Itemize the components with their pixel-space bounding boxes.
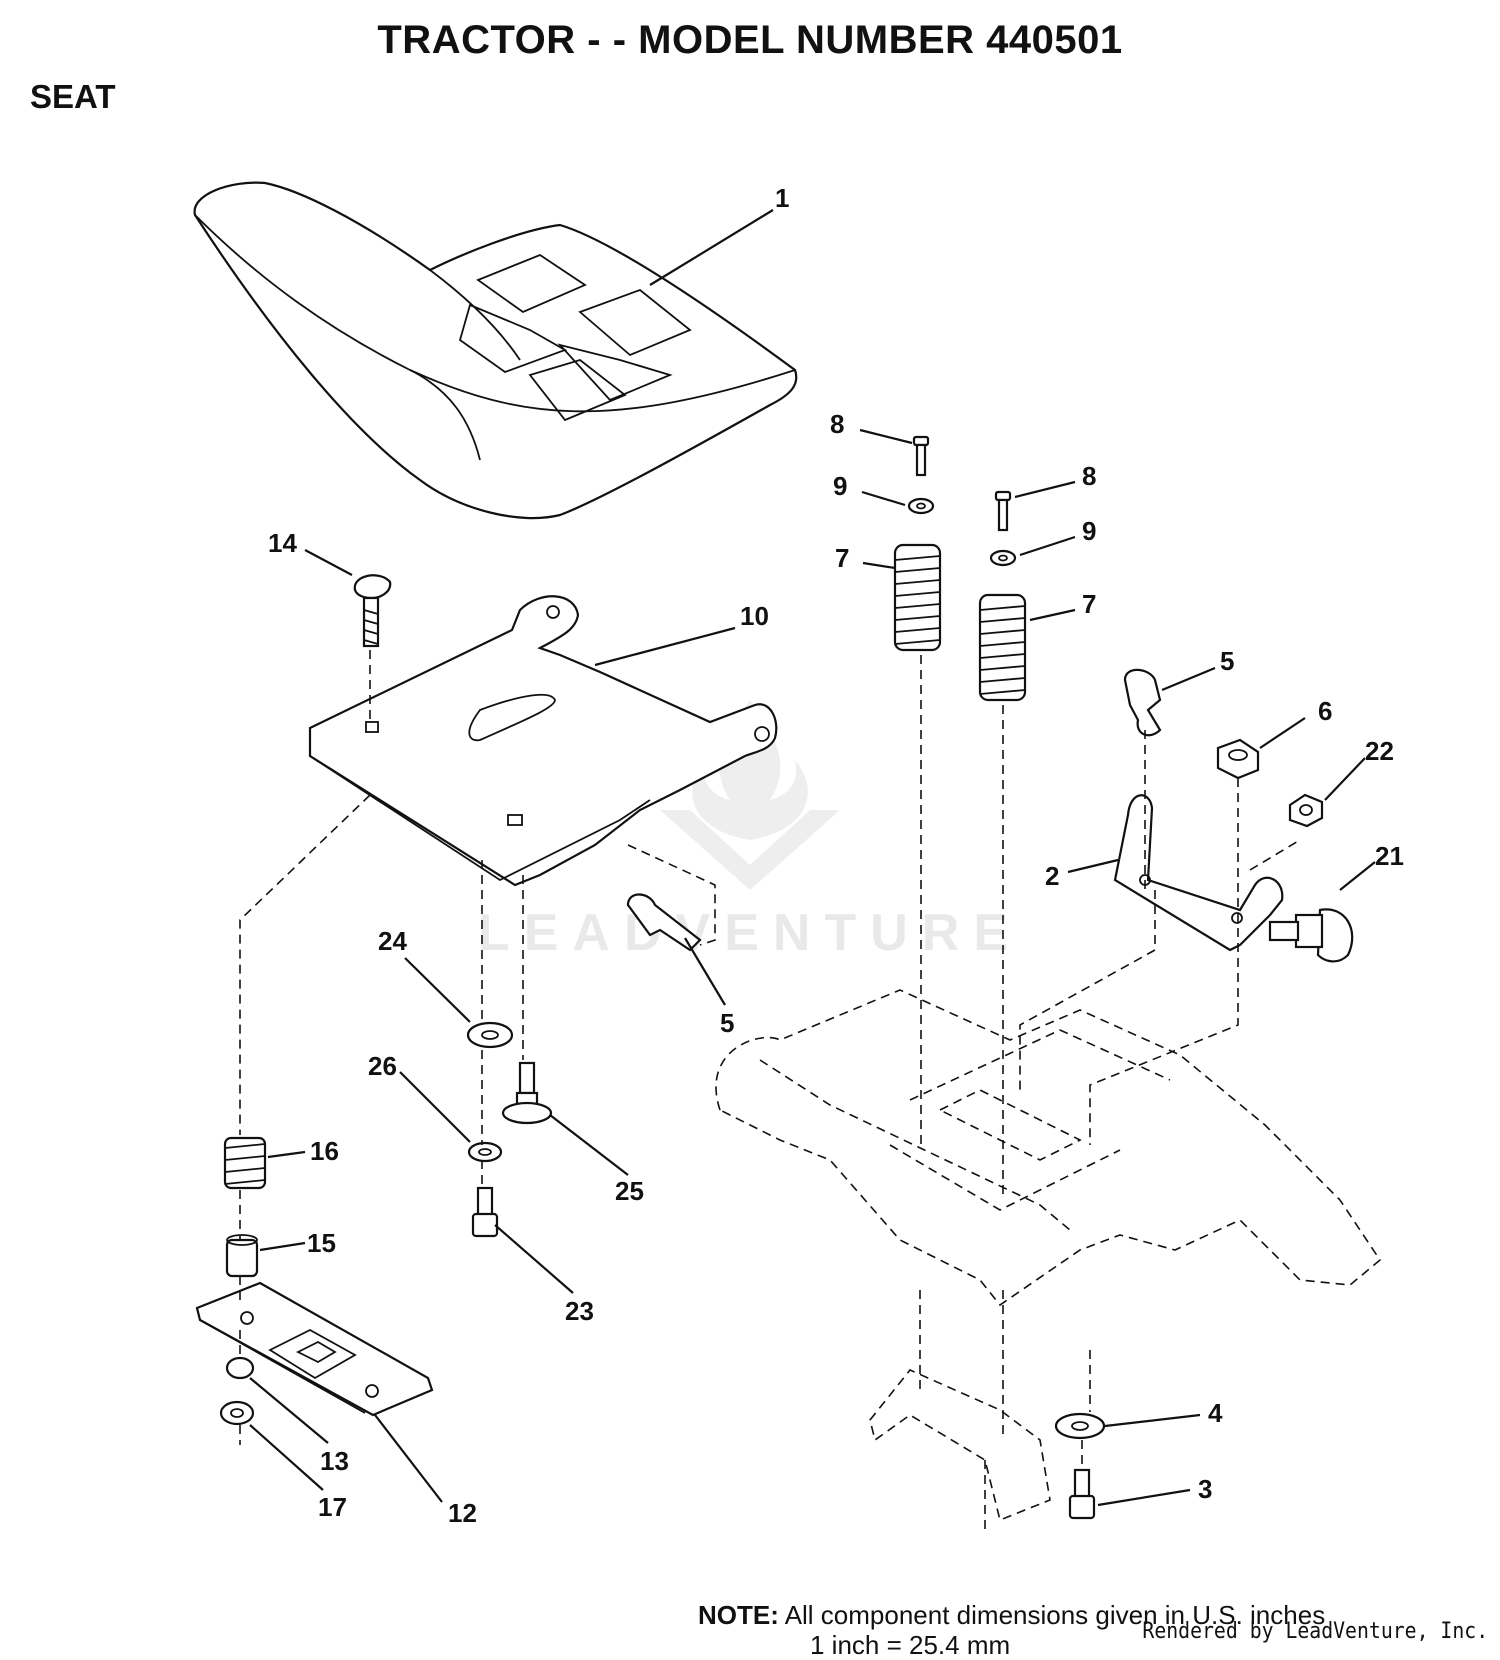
- shoulder-screw[interactable]: [501, 1061, 553, 1125]
- callout-12: 12: [448, 1498, 477, 1528]
- screw[interactable]: [994, 490, 1012, 532]
- shoulder-bolt[interactable]: [1268, 908, 1354, 963]
- seat-spring[interactable]: [893, 543, 942, 652]
- carriage-bolt[interactable]: [353, 574, 392, 648]
- callout-24: 24: [378, 926, 407, 956]
- callout-numbers: 1 8 9 8 9 7 7 14 10 5 6 22 2 21 24 5 26 …: [268, 183, 1404, 1528]
- callout-2: 2: [1045, 861, 1059, 891]
- note-label: NOTE:: [698, 1600, 779, 1630]
- callout-8: 8: [830, 409, 844, 439]
- watermark: LEADVENTURE: [470, 700, 1030, 963]
- washer[interactable]: [989, 549, 1017, 567]
- lock-washer[interactable]: [467, 1141, 503, 1163]
- callout-3: 3: [1198, 1474, 1212, 1504]
- tractor-frame: [715, 989, 1382, 1530]
- callout-23: 23: [565, 1296, 594, 1326]
- screw[interactable]: [912, 435, 930, 477]
- callout-25: 25: [615, 1176, 644, 1206]
- flat-washer[interactable]: [1054, 1412, 1106, 1440]
- callout-9: 9: [1082, 516, 1096, 546]
- callout-22: 22: [1365, 736, 1394, 766]
- callout-14: 14: [268, 528, 297, 558]
- hex-nut[interactable]: [1288, 793, 1324, 828]
- seat-bracket[interactable]: [1113, 794, 1284, 952]
- flat-washer[interactable]: [466, 1021, 514, 1049]
- flange-nut[interactable]: [219, 1400, 255, 1426]
- callout-4: 4: [1208, 1398, 1223, 1428]
- washer[interactable]: [907, 497, 935, 515]
- seat-cushion[interactable]: [193, 181, 798, 520]
- callout-13: 13: [320, 1446, 349, 1476]
- assembly-lines: [239, 650, 1301, 1468]
- leader-lines: [249, 209, 1376, 1507]
- callout-10: 10: [740, 601, 769, 631]
- note-line-1: All component dimensions given in U.S. i…: [784, 1600, 1326, 1630]
- render-credit: Rendered by LeadVenture, Inc.: [1142, 1619, 1488, 1644]
- compression-spring[interactable]: [223, 1136, 267, 1190]
- callout-17: 17: [318, 1492, 347, 1522]
- callout-15: 15: [307, 1228, 336, 1258]
- seat-pan[interactable]: [308, 595, 778, 887]
- bushing[interactable]: [225, 1356, 255, 1380]
- callout-7: 7: [835, 543, 849, 573]
- pivot-bracket[interactable]: [195, 1281, 434, 1417]
- spring-clip[interactable]: [626, 893, 702, 952]
- spring-clip[interactable]: [1123, 668, 1162, 737]
- hex-bolt[interactable]: [1068, 1468, 1096, 1520]
- dimension-note: NOTE: All component dimensions given in …: [698, 1600, 1325, 1660]
- callout-16: 16: [310, 1136, 339, 1166]
- callout-26: 26: [368, 1051, 397, 1081]
- callout-5: 5: [720, 1008, 734, 1038]
- callout-9: 9: [833, 471, 847, 501]
- leadventure-logo-icon: [660, 700, 840, 890]
- section-heading: SEAT: [30, 78, 116, 115]
- callout-1: 1: [775, 183, 789, 213]
- lock-nut[interactable]: [1216, 738, 1260, 780]
- seat-spring[interactable]: [978, 593, 1027, 702]
- callout-5: 5: [1220, 646, 1234, 676]
- spacer[interactable]: [225, 1234, 259, 1278]
- callout-8: 8: [1082, 461, 1096, 491]
- callout-21: 21: [1375, 841, 1404, 871]
- callout-6: 6: [1318, 696, 1332, 726]
- page-title: TRACTOR - - MODEL NUMBER 440501: [377, 18, 1123, 62]
- hex-bolt[interactable]: [471, 1186, 499, 1238]
- watermark-text: LEADVENTURE: [477, 904, 1023, 962]
- callout-7: 7: [1082, 589, 1096, 619]
